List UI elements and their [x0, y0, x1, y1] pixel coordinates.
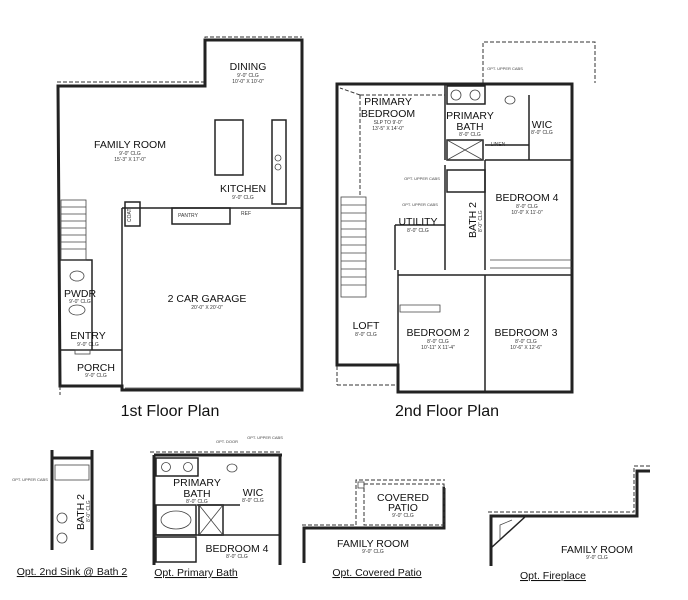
fireplace-family-room-label: FAMILY ROOM: [561, 544, 633, 556]
primary-bedroom-label-1: PRIMARY: [364, 96, 412, 108]
bedroom4-label: BEDROOM 4: [495, 192, 558, 204]
kitchen-label: KITCHEN: [220, 183, 266, 195]
entry-label: ENTRY: [70, 330, 105, 342]
pwdr-clg: 9'-0" CLG: [69, 299, 91, 305]
kitchen-island: [214, 119, 244, 176]
option-primary-bath: PRIMARY BATH 8'-0" CLG WIC 8'-0" CLG BED…: [150, 435, 283, 579]
opt-2nd-sink-title: Opt. 2nd Sink @ Bath 2: [17, 566, 128, 578]
upper-cabs-note-1: OPT. UPPER CABS: [404, 176, 440, 181]
opt-bath2-note: OPT. UPPER CABS: [12, 477, 48, 482]
option-covered-patio: COVERED PATIO 9'-0" CLG FAMILY ROOM 9'-0…: [302, 479, 446, 579]
opt-primary-bath-title: Opt. Primary Bath: [154, 567, 238, 579]
second-floor-title: 2nd Floor Plan: [395, 403, 499, 420]
entry-clg: 9'-0" CLG: [77, 342, 99, 348]
bedroom3-clg: 8'-0" CLG: [515, 339, 537, 345]
covered-patio-label-2: PATIO: [388, 502, 418, 514]
covered-patio-label-1: COVERED: [377, 492, 429, 504]
upper-cabs-note-2: OPT. UPPER CABS: [402, 202, 438, 207]
coat-label: COAT: [127, 208, 133, 222]
wic-label: WIC: [532, 119, 553, 131]
bedroom2-clg: 8'-0" CLG: [427, 339, 449, 345]
option-2nd-sink: BATH 2 8'-0" CLG OPT. UPPER CABS Opt. 2n…: [12, 450, 127, 578]
primary-bath-label-2: BATH: [456, 121, 483, 133]
patio-family-room-clg: 9'-0" CLG: [362, 549, 384, 555]
stairs: [60, 199, 87, 261]
bedroom3-size: 10'-6" X 12'-6": [510, 345, 542, 351]
upper-cabs-note-3: OPT. UPPER CABS: [487, 66, 523, 71]
opt-bedroom4-label: BEDROOM 4: [205, 543, 268, 555]
pwdr-label: PWDR: [64, 288, 96, 300]
opt-bath2-label: BATH 2: [75, 494, 87, 530]
primary-bath-label-1: PRIMARY: [446, 110, 494, 122]
utility-label: UTILITY: [398, 216, 437, 228]
primary-bath-clg: 8'-0" CLG: [459, 132, 481, 138]
fireplace-family-room-clg: 9'-0" CLG: [586, 555, 608, 561]
primary-bedroom-label-2: BEDROOM: [361, 108, 415, 120]
ref-label: REF: [241, 211, 251, 217]
opt-primary-bath-label-2: BATH: [183, 488, 210, 500]
bath2-label: BATH 2: [467, 202, 479, 238]
bedroom2-label: BEDROOM 2: [406, 327, 469, 339]
bedroom2-size: 10'-11" X 11'-4": [421, 345, 455, 351]
wic-clg: 8'-0" CLG: [531, 130, 553, 136]
stairs-2: [340, 196, 367, 298]
linen-label: LINEN: [491, 142, 506, 148]
option-fireplace: FAMILY ROOM 9'-0" CLG Opt. Fireplace: [488, 465, 650, 582]
primary-bedroom-size: 13'-5" X 14'-0": [372, 126, 404, 132]
coat-closet: [124, 201, 141, 227]
opt-fireplace-title: Opt. Fireplace: [520, 570, 586, 582]
porch-label: PORCH: [77, 362, 115, 374]
opt-covered-patio-title: Opt. Covered Patio: [332, 567, 421, 579]
opt-primary-bath-label-1: PRIMARY: [173, 477, 221, 489]
bedroom4-clg: 8'-0" CLG: [516, 204, 538, 210]
porch-clg: 9'-0" CLG: [85, 373, 107, 379]
opt-primary-bath-clg: 8'-0" CLG: [186, 499, 208, 505]
first-floor-plan: DINING 9'-0" CLG 10'-0" X 10'-0" FAMILY …: [56, 36, 304, 420]
opt-cabs-note: OPT. UPPER CABS: [247, 435, 283, 440]
primary-bedroom-clg: SLP TO 9'-0": [374, 120, 403, 126]
opt-door-note: OPT. DOOR: [216, 439, 238, 444]
utility-clg: 8'-0" CLG: [407, 228, 429, 234]
opt-bedroom4-clg: 8'-0" CLG: [226, 554, 248, 560]
patio-family-room-label: FAMILY ROOM: [337, 538, 409, 550]
bedroom4-size: 10'-0" X 11'-0": [511, 210, 542, 216]
family-room-size: 15'-3" X 17'-0": [114, 157, 146, 163]
opt-bath2-clg: 8'-0" CLG: [86, 500, 92, 522]
bath2-clg: 8'-0" CLG: [478, 210, 484, 232]
pantry-label: PANTRY: [178, 213, 198, 219]
dining-size: 10'-0" X 10'-0": [232, 79, 264, 85]
loft-label: LOFT: [353, 320, 380, 332]
dining-label: DINING: [230, 61, 267, 73]
covered-patio-clg: 9'-0" CLG: [392, 513, 414, 519]
pantry-closet: [171, 207, 231, 225]
bedroom3-label: BEDROOM 3: [494, 327, 557, 339]
loft-clg: 8'-0" CLG: [355, 332, 377, 338]
first-floor-title: 1st Floor Plan: [121, 403, 220, 420]
opt-wic-label: WIC: [243, 487, 264, 499]
second-floor-plan: PRIMARY BEDROOM SLP TO 9'-0" 13'-5" X 14…: [335, 41, 596, 420]
kitchen-clg: 9'-0" CLG: [232, 195, 254, 201]
garage-size: 20'-0" X 20'-0": [191, 305, 223, 311]
family-room-clg: 9'-0" CLG: [119, 151, 141, 157]
opt-wic-clg: 8'-0" CLG: [242, 498, 264, 504]
family-room-label: FAMILY ROOM: [94, 139, 166, 151]
garage-label: 2 CAR GARAGE: [168, 293, 247, 305]
dining-clg: 9'-0" CLG: [237, 73, 259, 79]
kitchen-counter: [271, 119, 287, 205]
